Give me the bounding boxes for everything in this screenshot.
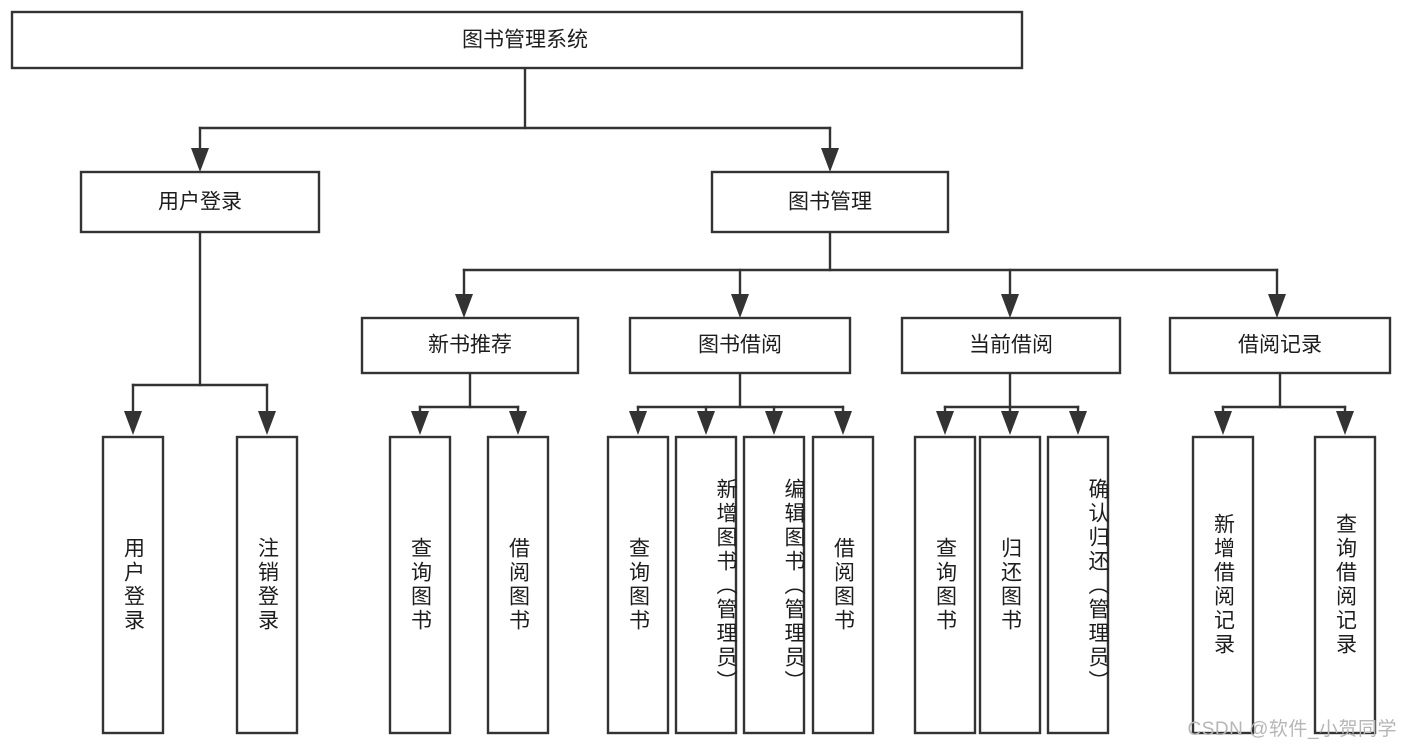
arrow-current-borrow [1001,294,1019,318]
arrow-leaf-query-book-3 [936,411,954,435]
node-book-management[interactable]: 图书管理 [710,170,950,234]
node-new-book-recommend[interactable]: 新书推荐 [360,316,580,375]
node-root-label: 图书管理系统 [462,29,588,52]
connector-group-userlogin [131,230,269,415]
leaf-box-add-book[interactable] [674,435,738,735]
node-book-borrow[interactable]: 图书借阅 [628,316,852,375]
node-new-book-recommend-label: 新书推荐 [428,334,512,357]
node-borrow-record-label: 借阅记录 [1238,334,1322,357]
connector-group-bookmgmt [462,230,1279,298]
arrow-leaf-logout-login [258,411,276,435]
node-current-borrow-label: 当前借阅 [969,334,1053,357]
leaf-box-query-book-1[interactable] [388,435,452,735]
leaf-box-query-record[interactable] [1313,435,1377,735]
leaf-box-query-book-2[interactable] [606,435,670,735]
arrow-leaf-borrow-book-2 [834,411,852,435]
leaf-box-borrow-book-1[interactable] [486,435,550,735]
arrow-root-to-bookmgmt [821,148,839,172]
connector-group-borrowrecord [1221,371,1347,415]
arrow-leaf-add-book [697,411,715,435]
leaf-box-add-record[interactable] [1191,435,1255,735]
leaf-box-borrow-book-2[interactable] [811,435,875,735]
node-book-borrow-box[interactable] [628,316,852,375]
leaf-box-edit-book[interactable] [742,435,806,735]
node-current-borrow-box[interactable] [900,316,1122,375]
node-book-management-box[interactable] [710,170,950,234]
node-borrow-record[interactable]: 借阅记录 [1168,316,1392,375]
node-current-borrow[interactable]: 当前借阅 [900,316,1122,375]
arrow-leaf-query-record [1336,411,1354,435]
arrow-new-book-recommend [455,294,473,318]
arrow-root-to-userlogin [191,148,209,172]
arrow-leaf-edit-book [765,411,783,435]
leaf-box-confirm-return[interactable] [1046,435,1110,735]
leaf-box-user-login[interactable] [101,435,165,735]
leaf-box-logout-login[interactable] [235,435,299,735]
csdn-watermark: CSDN @软件_小贺同学 [1187,719,1397,740]
node-borrow-record-box[interactable] [1168,316,1392,375]
arrow-leaf-borrow-book-1 [509,411,527,435]
connector-group-root [198,66,832,152]
arrow-leaf-query-book-1 [411,411,429,435]
connector-group-currentborrow [943,371,1080,415]
connector-group-newbook [418,371,520,415]
node-book-borrow-label: 图书借阅 [698,334,782,357]
leaf-box-return-book[interactable] [978,435,1042,735]
node-user-login-label: 用户登录 [158,191,242,214]
arrow-leaf-add-record [1214,411,1232,435]
node-new-book-recommend-box[interactable] [360,316,580,375]
arrow-leaf-confirm-return [1069,411,1087,435]
node-user-login[interactable]: 用户登录 [79,170,321,234]
node-root-box[interactable] [10,10,1024,70]
arrow-leaf-query-book-2 [629,411,647,435]
arrow-book-borrow [731,294,749,318]
connector-group-bookborrow [636,371,845,415]
arrow-leaf-user-login [124,411,142,435]
node-book-management-label: 图书管理 [788,191,872,214]
arrow-leaf-return-book [1001,411,1019,435]
node-root[interactable]: 图书管理系统 [10,10,1024,70]
leaf-box-query-book-3[interactable] [913,435,977,735]
node-user-login-box[interactable] [79,170,321,234]
arrow-borrow-record [1268,294,1286,318]
